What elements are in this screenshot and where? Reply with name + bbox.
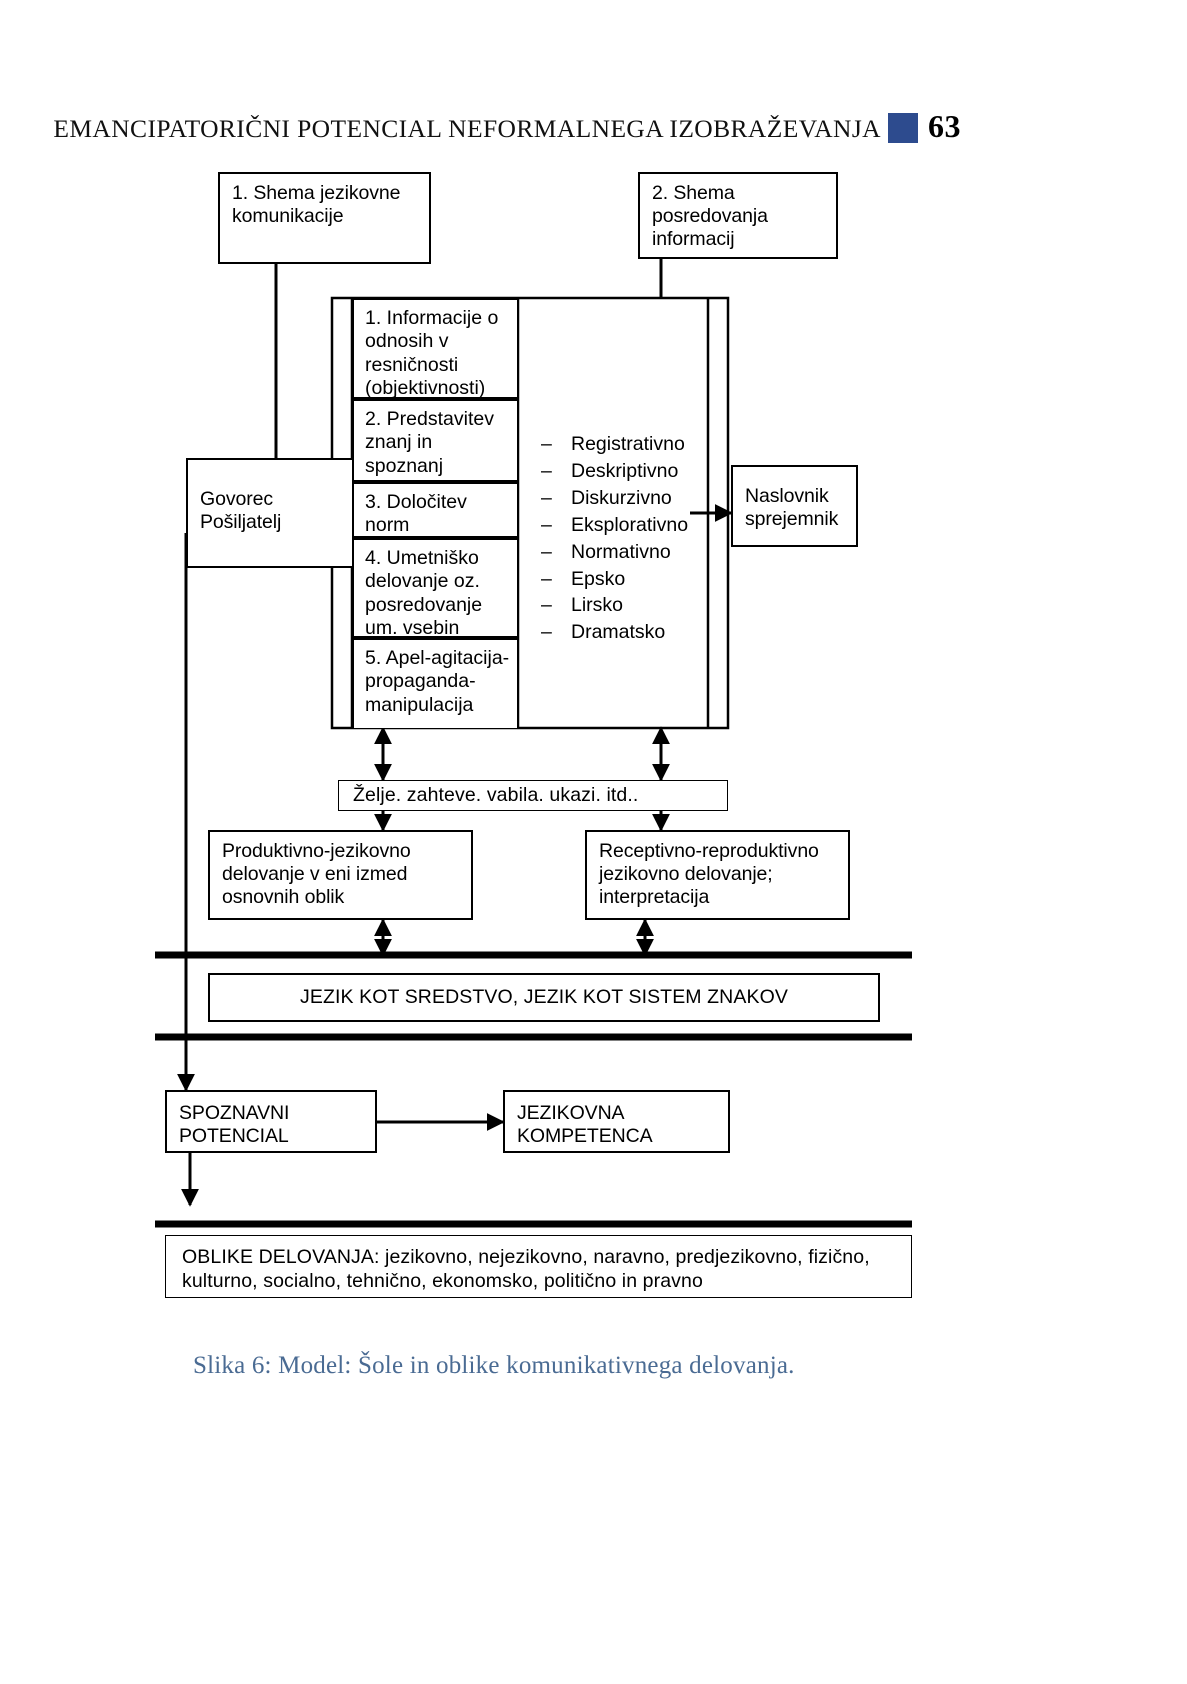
dash-glyph: –	[541, 567, 552, 590]
box-cognitive-potential-line2: POTENCIAL	[179, 1125, 289, 1147]
function-cell-1: 1. Informacije o odnosih v resničnosti (…	[352, 298, 519, 399]
box-scheme-2-line2: posredovanja	[652, 205, 768, 227]
figure-caption: Slika 6: Model: Šole in oblike komunikat…	[193, 1352, 795, 1379]
box-language-band-label: JEZIK KOT SREDSTVO, JEZIK KOT SISTEM ZNA…	[300, 986, 788, 1009]
modes-list-item-4: –Eksplorativno	[541, 512, 688, 539]
modes-list-item-6-label: Epsko	[571, 567, 626, 590]
function-cell-2-line2: znanj in	[365, 431, 433, 454]
modes-list-item-1-label: Registrativno	[571, 433, 685, 455]
box-language-band: JEZIK KOT SREDSTVO, JEZIK KOT SISTEM ZNA…	[208, 973, 880, 1022]
box-cognitive-potential: SPOZNAVNI POTENCIAL	[165, 1090, 377, 1153]
box-language-competence-line2: KOMPETENCA	[517, 1125, 653, 1147]
function-cell-4-line4: um. vsebin	[365, 617, 460, 640]
dash-glyph: –	[541, 594, 552, 617]
box-productive-line3: osnovnih oblik	[222, 886, 345, 908]
modes-list-item-3-label: Diskurzivno	[571, 486, 672, 509]
function-cell-1-line3: resničnosti	[365, 353, 459, 376]
function-cell-3-line1: 3. Določitev	[365, 491, 467, 513]
box-scheme-1: 1. Shema jezikovne komunikacije	[218, 172, 431, 264]
function-cell-2: 2. Predstavitev znanj in spoznanj	[352, 399, 519, 482]
function-cell-3: 3. Določitev norm	[352, 482, 519, 538]
function-cell-4-line1: 4. Umetniško	[365, 547, 479, 569]
box-language-competence: JEZIKOVNA KOMPETENCA	[503, 1090, 730, 1153]
box-scheme-2-line3: informacij	[652, 228, 735, 250]
modes-list-item-2: –Deskriptivno	[541, 458, 688, 485]
box-wishes: Želje. zahteve. vabila. ukazi. itd..	[338, 780, 728, 811]
dash-glyph: –	[541, 513, 552, 536]
box-receptive-line2: jezikovno delovanje;	[599, 863, 773, 885]
box-scheme-1-line2: komunikacije	[232, 205, 344, 227]
dash-glyph: –	[541, 540, 552, 563]
function-cell-4-line2: delovanje oz.	[365, 570, 480, 593]
box-addressee-line2: sprejemnik	[745, 508, 839, 530]
dash-glyph: –	[541, 486, 552, 509]
function-cell-5-line3: manipulacija	[365, 693, 474, 716]
modes-list-item-7: –Lirsko	[541, 592, 688, 619]
modes-list-item-7-label: Lirsko	[571, 594, 624, 617]
box-scheme-2-line1: 2. Shema	[652, 182, 735, 204]
box-addressee: Naslovnik sprejemnik	[731, 465, 858, 547]
box-productive-line2: delovanje v eni izmed	[222, 863, 408, 885]
box-cognitive-potential-line1: SPOZNAVNI	[179, 1102, 290, 1124]
modes-list-item-2-label: Deskriptivno	[571, 459, 679, 482]
modes-list-item-3: –Diskurzivno	[541, 485, 688, 512]
function-cell-1-line4: (objektivnosti)	[365, 377, 486, 400]
modes-list-item-5-label: Normativno	[571, 540, 671, 563]
modes-list-item-4-label: Eksplorativno	[571, 513, 689, 536]
box-language-competence-line1: JEZIKOVNA	[517, 1102, 625, 1124]
page-header: EMANCIPATORIČNI POTENCIAL NEFORMALNEGA I…	[0, 108, 1187, 154]
modes-list-item-8-label: Dramatsko	[571, 621, 666, 644]
function-cell-5: 5. Apel-agitacija- propaganda- manipulac…	[352, 638, 519, 728]
function-cell-4: 4. Umetniško delovanje oz. posredovanje …	[352, 538, 519, 640]
function-cell-2-line3: spoznanj	[365, 454, 444, 477]
box-forms-of-action-line1: OBLIKE DELOVANJA: jezikovno, nejezikovno…	[182, 1246, 870, 1293]
modes-list-item-5: –Normativno	[541, 539, 688, 566]
modes-list-item-6: –Epsko	[541, 566, 688, 593]
header-title: EMANCIPATORIČNI POTENCIAL NEFORMALNEGA I…	[53, 114, 881, 143]
box-receptive: Receptivno-reproduktivno jezikovno delov…	[585, 830, 850, 920]
page-number: 63	[928, 108, 961, 144]
box-speaker-line1: Govorec	[200, 488, 273, 510]
function-cell-1-line1: 1. Informacije o	[365, 307, 499, 329]
box-speaker-line2: Pošiljatelj	[200, 511, 282, 533]
function-cell-1-line2: odnosih v	[365, 330, 449, 353]
function-cell-5-line2: propaganda-	[365, 670, 476, 693]
box-scheme-1-line1: 1. Shema jezikovne	[232, 182, 401, 204]
modes-list-item-1: –Registrativno	[541, 431, 688, 458]
function-cell-5-line1: 5. Apel-agitacija-	[365, 647, 510, 669]
function-cell-4-line3: posredovanje	[365, 593, 483, 616]
dash-glyph: –	[541, 433, 552, 455]
header-accent-square	[888, 113, 918, 143]
dash-glyph: –	[541, 621, 552, 644]
function-cell-3-line2: norm	[365, 514, 410, 537]
function-cell-2-line1: 2. Predstavitev	[365, 408, 494, 430]
box-forms-of-action: OBLIKE DELOVANJA: jezikovno, nejezikovno…	[165, 1235, 912, 1298]
box-productive-line1: Produktivno-jezikovno	[222, 840, 411, 862]
dash-glyph: –	[541, 459, 552, 482]
box-speaker: Govorec Pošiljatelj	[186, 458, 356, 568]
box-addressee-line1: Naslovnik	[745, 485, 829, 507]
box-wishes-label: Želje. zahteve. vabila. ukazi. itd..	[353, 784, 639, 807]
modes-list: –Registrativno –Deskriptivno –Diskurzivn…	[541, 431, 688, 646]
box-forms-of-action-line2: socialno, tehnično, ekonomsko, politično…	[263, 1270, 703, 1293]
box-receptive-line1: Receptivno-reproduktivno	[599, 840, 819, 862]
box-productive: Produktivno-jezikovno delovanje v eni iz…	[208, 830, 473, 920]
box-scheme-2: 2. Shema posredovanja informacij	[638, 172, 838, 259]
box-receptive-line3: interpretacija	[599, 886, 710, 908]
modes-list-item-8: –Dramatsko	[541, 619, 688, 646]
